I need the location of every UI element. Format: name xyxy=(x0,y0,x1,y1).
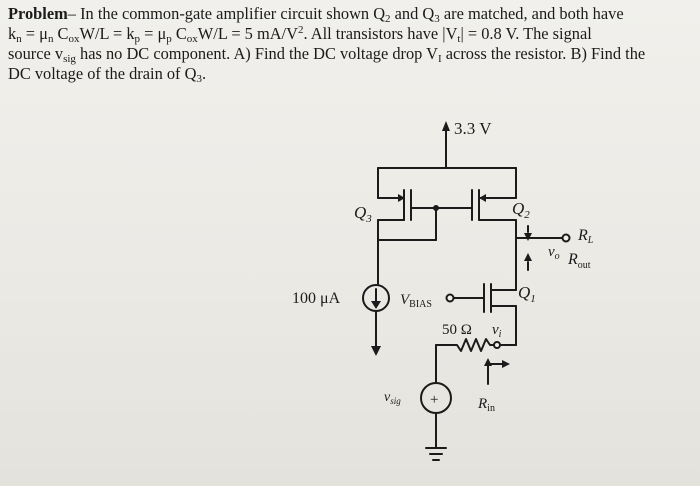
q3-label: Q3 xyxy=(354,203,372,225)
vsig-label: vsig xyxy=(384,390,401,406)
vbias-label: VBIAS xyxy=(400,292,432,310)
problem-statement: Problem– In the common-gate amplifier ci… xyxy=(8,4,692,85)
current-source-label: 100 μA xyxy=(292,290,341,307)
supply-label: 3.3 V xyxy=(454,119,492,138)
vo-label: vo xyxy=(548,244,560,262)
rin-label: Rin xyxy=(477,396,495,414)
resistor xyxy=(435,338,517,385)
q1-transistor xyxy=(445,271,517,346)
problem-line-3: source vsig has no DC component. A) Find… xyxy=(8,44,646,65)
q1-label: Q1 xyxy=(518,283,536,305)
q2-label: Q2 xyxy=(512,199,530,221)
problem-line-2: kn = μn CoxW/L = kp = μp CoxW/L = 5 mA/V… xyxy=(8,24,592,45)
output-node xyxy=(515,225,571,271)
problem-label: Problem xyxy=(8,4,68,23)
problem-line-4: DC voltage of the drain of Q3. xyxy=(8,64,207,85)
q3-transistor xyxy=(377,167,473,241)
signal-source xyxy=(420,382,452,449)
ground-symbol xyxy=(425,447,447,461)
supply-node xyxy=(377,121,517,169)
rout-label: Rout xyxy=(567,251,591,271)
q2-transistor xyxy=(471,167,517,273)
problem-line-1: Problem– In the common-gate amplifier ci… xyxy=(8,4,624,25)
resistor-label: 50 Ω xyxy=(442,322,472,338)
current-source xyxy=(362,239,390,356)
rl-label: RL xyxy=(577,227,594,246)
plus-sign: + xyxy=(430,392,438,408)
vi-label: vi xyxy=(492,322,502,340)
